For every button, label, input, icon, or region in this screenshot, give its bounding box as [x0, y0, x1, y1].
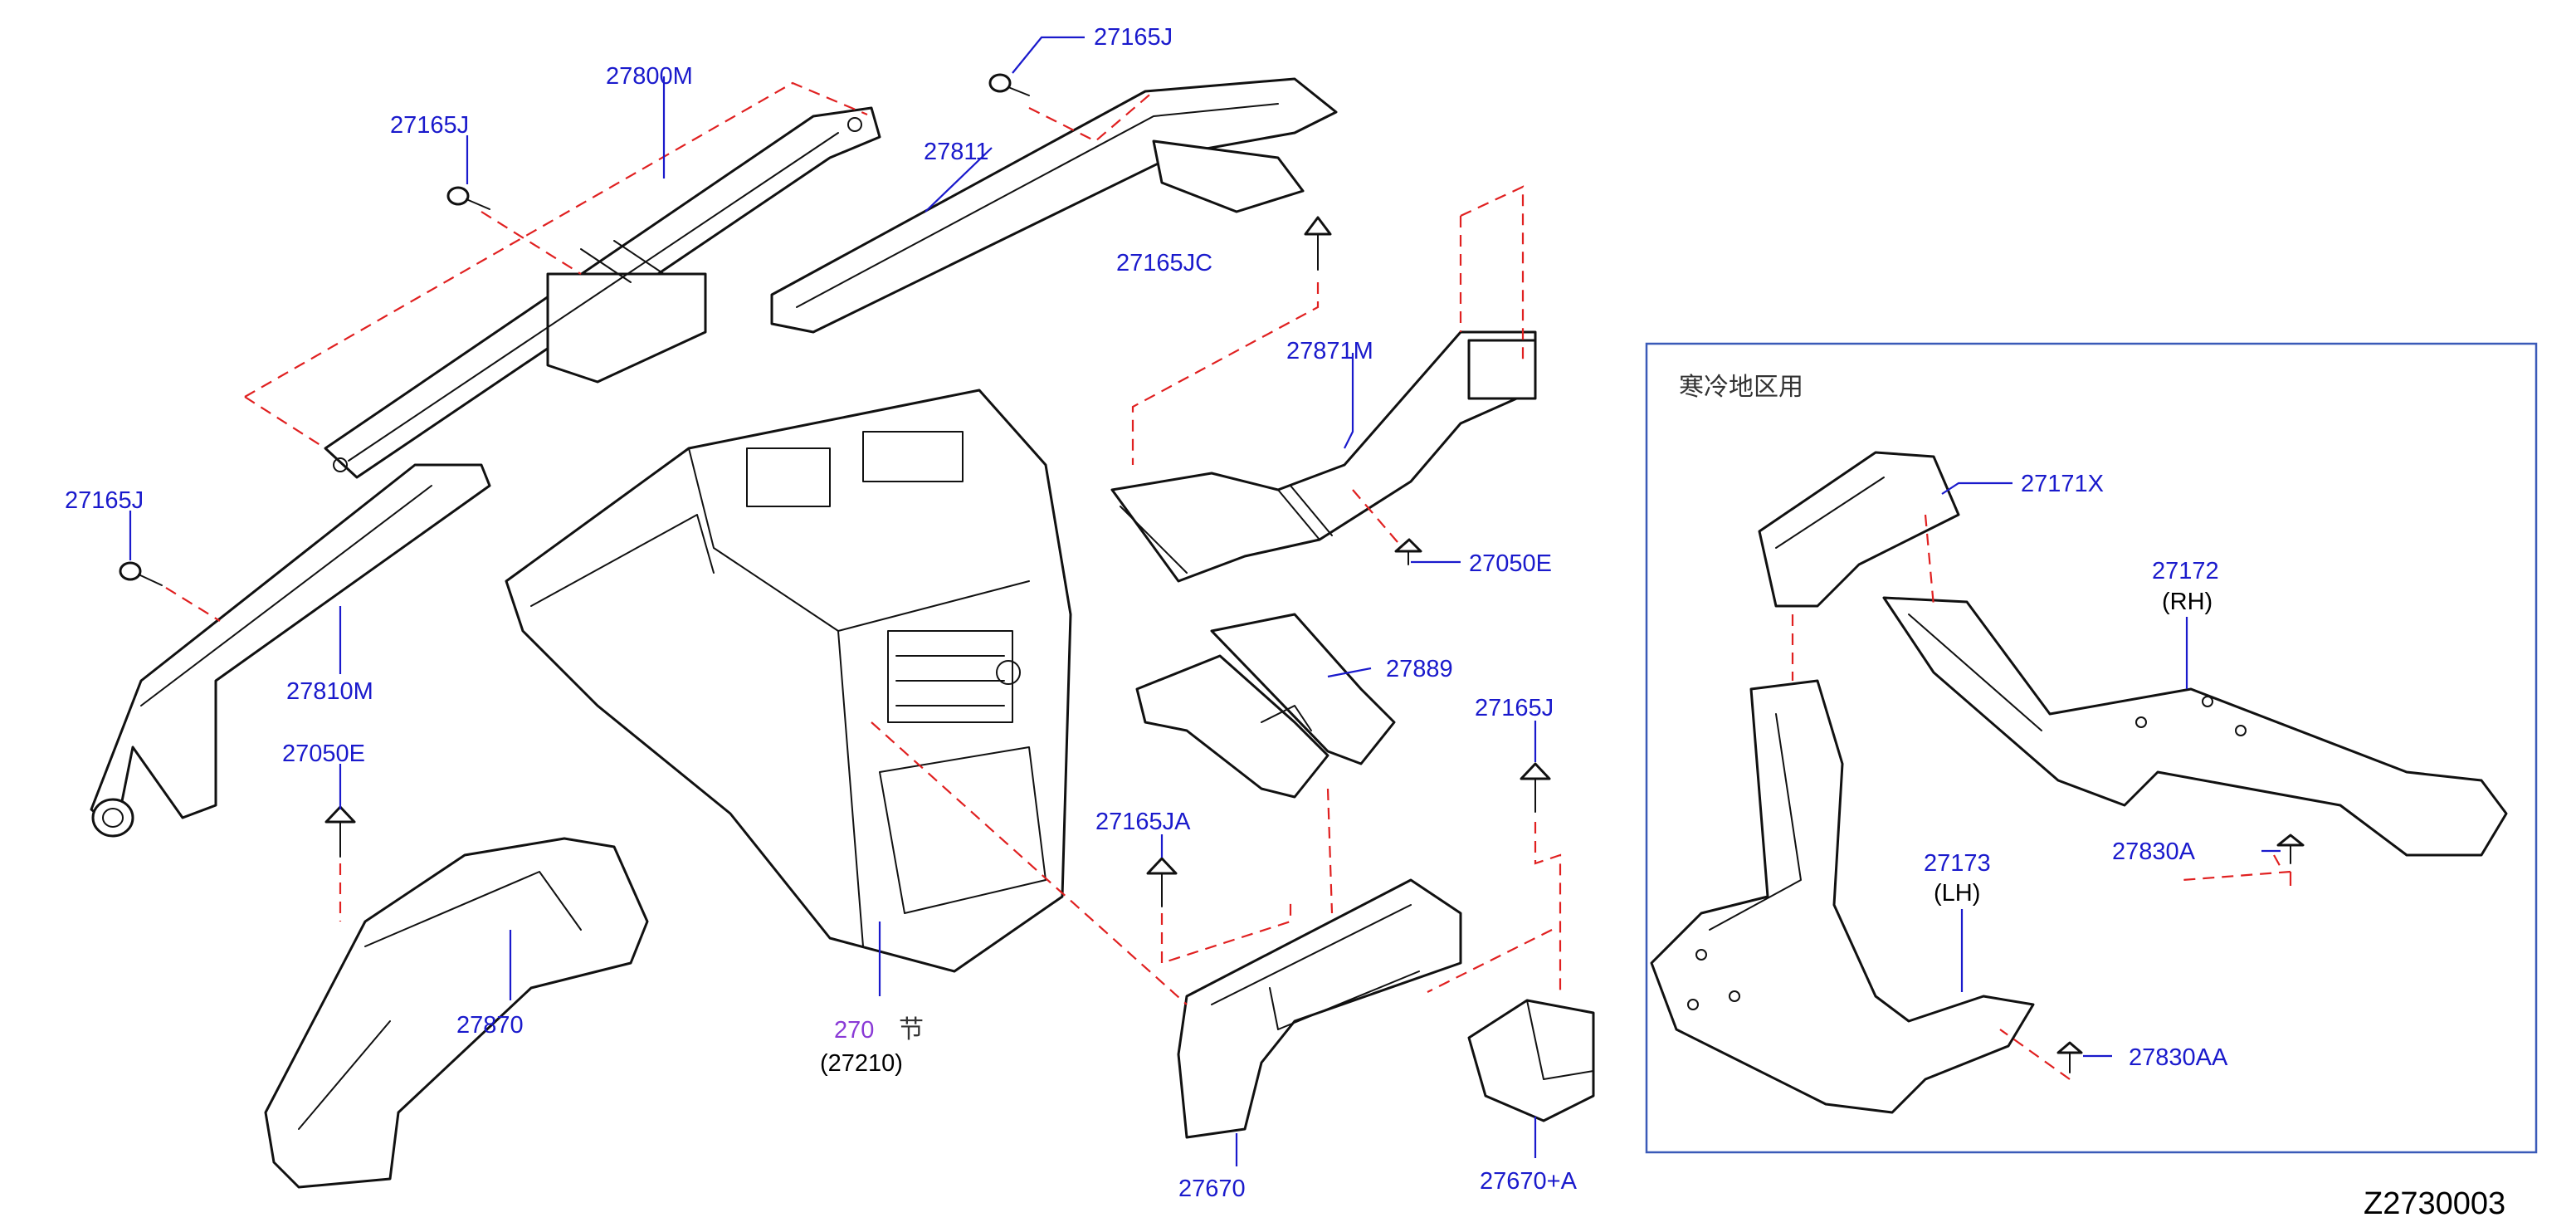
part-27172-rh-duct[interactable]: [1882, 596, 2508, 857]
part-27173-lh-duct[interactable]: [1650, 679, 2035, 1114]
fastener-screw-27165j-top[interactable]: [988, 73, 1030, 96]
part-27811-side-defroster-duct[interactable]: [770, 77, 1338, 334]
label-27670a[interactable]: 27670+A: [1480, 1168, 1578, 1195]
label-27165j-left[interactable]: 27165J: [390, 112, 469, 139]
label-27173-lh: (LH): [1934, 880, 1980, 907]
part-27670a-duct[interactable]: [1467, 999, 1595, 1122]
label-27830a[interactable]: 27830A: [2112, 838, 2196, 865]
label-27165j-top[interactable]: 27165J: [1094, 24, 1173, 51]
cold-region-inset-frame: [1645, 342, 2538, 1154]
fastener-screw-27165j-side[interactable]: [119, 561, 163, 586]
label-27050e-right[interactable]: 27050E: [1469, 550, 1552, 577]
label-27810m[interactable]: 27810M: [286, 678, 373, 705]
label-27871m[interactable]: 27871M: [1286, 338, 1373, 364]
label-27171x[interactable]: 27171X: [2021, 471, 2104, 497]
part-27800m-defroster-nozzle[interactable]: [324, 106, 881, 479]
label-270-heater-unit[interactable]: 270: [834, 1017, 874, 1044]
label-27870[interactable]: 27870: [456, 1012, 524, 1039]
part-27810m-left-side-duct[interactable]: [90, 463, 491, 838]
part-27870-foot-duct[interactable]: [264, 837, 649, 1189]
inset-title: 寒冷地区用: [1679, 373, 1803, 402]
label-27165jc[interactable]: 27165JC: [1116, 250, 1212, 276]
fastener-clip-27050e-left[interactable]: [324, 805, 356, 858]
label-27889[interactable]: 27889: [1386, 656, 1453, 682]
part-27171x-connector[interactable]: [1758, 451, 1960, 608]
part-270-heater-unit-assembly[interactable]: [505, 389, 1072, 973]
label-27670[interactable]: 27670: [1178, 1176, 1246, 1202]
part-27889-twin-duct[interactable]: [1135, 613, 1396, 799]
label-27165ja[interactable]: 27165JA: [1095, 809, 1191, 835]
fastener-clip-27050e-right[interactable]: [1394, 538, 1422, 565]
fastener-clip-27830a[interactable]: [2276, 834, 2305, 864]
label-27800m[interactable]: 27800M: [606, 63, 693, 90]
label-27165j-side[interactable]: 27165J: [65, 487, 144, 514]
figure-id: Z2730003: [2364, 1186, 2505, 1221]
label-27172-rh: (RH): [2162, 589, 2213, 615]
label-27173[interactable]: 27173: [1924, 850, 1991, 877]
label-27811[interactable]: 27811: [924, 139, 989, 165]
fastener-clip-27830aa[interactable]: [2056, 1041, 2083, 1073]
fastener-screw-27165ja[interactable]: [1146, 857, 1178, 907]
part-27670-floor-duct[interactable]: [1177, 878, 1462, 1139]
part-27871m-right-side-duct[interactable]: [1110, 330, 1537, 583]
label-27830aa[interactable]: 27830AA: [2129, 1044, 2228, 1071]
assembly-guide-lines: [165, 81, 2292, 1080]
label-270-mark: 节: [899, 1015, 924, 1044]
label-27210: (27210): [820, 1050, 903, 1077]
label-27050e-left[interactable]: 27050E: [282, 741, 365, 767]
fastener-screw-27165j-left[interactable]: [446, 186, 490, 210]
label-27165j-right[interactable]: 27165J: [1475, 695, 1554, 721]
label-leader-lines: [129, 36, 2281, 1166]
fastener-screw-27165j-right[interactable]: [1520, 762, 1551, 813]
fastener-screw-27165jc[interactable]: [1304, 216, 1332, 271]
label-27172[interactable]: 27172: [2152, 558, 2219, 584]
